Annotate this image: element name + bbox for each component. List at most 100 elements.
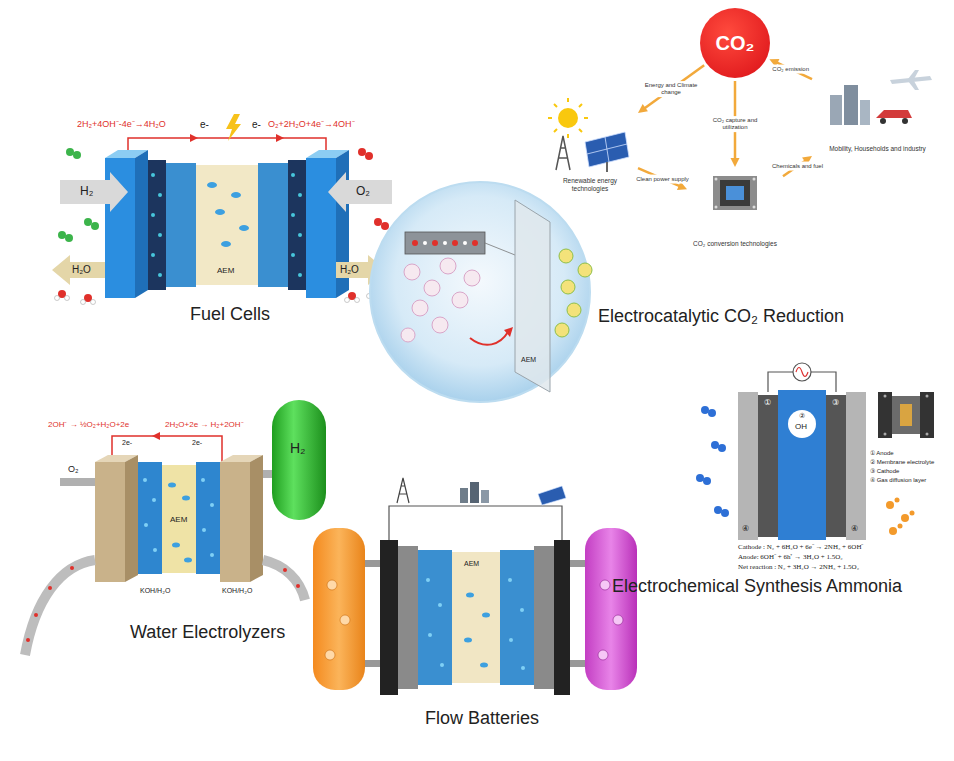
fuel-cell-art-part-part (231, 192, 241, 198)
membrane-sphere-part-part (443, 241, 447, 245)
fuel-cell-art-part (148, 160, 166, 290)
water-electrolyzer-art-part-part (283, 568, 287, 572)
flow-battery-art-part-part (521, 666, 525, 670)
water-electrolyzer-art-part-part (172, 543, 180, 548)
ammonia-cell-art-part-part (701, 406, 709, 414)
membrane-sphere-part-part (464, 270, 480, 286)
renewable-node: Renewable energy technologies (545, 100, 635, 195)
co2-cycle-icons-part (876, 110, 912, 118)
water-electrolyzer-art-part-part (182, 496, 190, 501)
flow-battery-art-part-part (600, 580, 610, 590)
callout-number: ① (764, 398, 771, 407)
membrane-sphere-part-part (561, 280, 575, 294)
co2-cycle-icons-part (908, 81, 919, 90)
co2-cycle-icons-part (830, 95, 842, 125)
co2-cycle-icons-part (902, 118, 908, 124)
fuel-cell-art-part-part (151, 253, 155, 257)
fuel-cell-art-part-part (239, 225, 249, 231)
ammonia-cell-art-part-part (926, 433, 929, 436)
co2-cycle-icons-part (587, 137, 627, 162)
panel-title: Electrocatalytic CO₂ Reduction (598, 306, 844, 327)
panel-title: Flow Batteries (425, 708, 539, 729)
flow-battery-art-part (570, 660, 585, 667)
electron-label: e- (252, 119, 261, 131)
flow-battery-art-part (460, 488, 468, 503)
membrane-sphere-part-part (423, 241, 427, 245)
membrane-sphere-part-part (424, 280, 440, 296)
membrane-sphere-part (401, 258, 480, 342)
ammonia-cell-art-part-part (926, 395, 929, 398)
water-electrolyzer-art-part-part (144, 523, 148, 527)
water-electrolyzer-art-part (26, 566, 300, 642)
fuel-cell-art-part (105, 158, 135, 298)
electrolyte-label: KOH/H₂O (222, 587, 252, 595)
membrane-sphere-part (405, 232, 485, 254)
flow-battery-art-part (397, 478, 409, 503)
electron-label: 2e- (192, 439, 202, 447)
co2-cycle-icons-part (715, 206, 718, 209)
electron-label: 2e- (122, 439, 132, 447)
cycle-arrow (769, 59, 812, 79)
ammonia-cell-art-part (778, 390, 826, 540)
co2-cycle-icons-part (720, 180, 750, 206)
ammonia-cell-art-part-part (898, 524, 903, 529)
membrane-sphere-part (555, 249, 592, 337)
water-electrolyzer-art-part (138, 462, 162, 574)
flow-battery-art-part-part (598, 650, 608, 660)
callout-number: ② (799, 412, 805, 420)
ammonia-cell-art-part-part (703, 477, 711, 485)
flow-battery-art-part (365, 660, 380, 667)
fuel-cell-art-part-part (91, 222, 99, 230)
mobility-node: Mobility, Households and industry (815, 65, 940, 155)
water-electrolyzer-art-part (125, 455, 138, 582)
edge-label: CO₂ emission (770, 65, 811, 74)
ammonia-cell-art-part-part (711, 441, 719, 449)
membrane-sphere-part-part (412, 300, 428, 316)
fuel-cell-art-part (226, 114, 241, 141)
flow-battery-art-part (380, 540, 398, 695)
fuel-cell-art-part-part (58, 231, 66, 239)
ammonia-cell-art-part (886, 498, 915, 536)
fuel-cell-art-part-part (215, 209, 225, 215)
reaction-equation: Cathode : N₂ + 6H₂O + 6e⁻ → 2NH₃ + 6OH⁻ (738, 543, 863, 551)
flow-battery-art-part-part (464, 638, 472, 643)
ammonia-cell-art-part (738, 392, 758, 540)
water-electrolyzer-art-part-part (202, 528, 206, 532)
membrane-sphere-part-part (578, 263, 592, 277)
water-electrolyzer-art-part (272, 400, 326, 520)
node-label: Renewable energy technologies (547, 177, 633, 193)
water-electrolyzer-art-part (60, 478, 96, 486)
gas-label: H₂ (80, 185, 93, 199)
edge-label: Energy and Climate change (640, 81, 702, 97)
callout-number: ③ (832, 398, 839, 407)
fuel-cell-art-part (60, 172, 128, 212)
fuel-cell-art-part (306, 158, 336, 298)
membrane-sphere-part (470, 332, 508, 345)
reaction-equation: 2OH⁻ → ½O₂+H₂O+2e (48, 420, 129, 429)
water-electrolyzer-art-part (25, 560, 95, 655)
flow-battery-art-part (481, 490, 489, 503)
part-legend-line: ③ Cathode (870, 468, 899, 475)
water-electrolyzer-art (25, 400, 326, 655)
reaction-equation: Anode: 6OH⁻ + 6h⁺ → 3H₂O + 1.5O₂ (738, 553, 843, 561)
co2-cycle-icons-part (606, 162, 608, 172)
membrane-sphere-part-part (472, 240, 478, 246)
membrane-sphere-part (504, 327, 513, 337)
flow-battery-art-part (426, 578, 525, 670)
fuel-cell-art-part-part (291, 173, 295, 177)
fuel-cell-art-part (128, 138, 326, 150)
flow-battery-art-part (470, 482, 479, 503)
fuel-cell-art-part-part (355, 298, 360, 303)
water-electrolyzer-art-part (168, 483, 192, 563)
fuel-cell-art-part-part (65, 296, 70, 301)
fuel-cell-art-part-part (73, 151, 81, 159)
reaction-equation: 2H₂+4OH⁻-4e⁻→4H₂O (77, 119, 166, 129)
fuel-cell-art-part-part (291, 253, 295, 257)
ammonia-cell-art-part-part (696, 474, 704, 482)
water-electrolyzer-art-part-part (152, 498, 156, 502)
gas-label: O₂ (356, 185, 370, 199)
product-label: H₂O (72, 264, 91, 276)
co2-cycle-icons-part (726, 186, 744, 200)
flow-battery-art-part-part (482, 613, 490, 618)
